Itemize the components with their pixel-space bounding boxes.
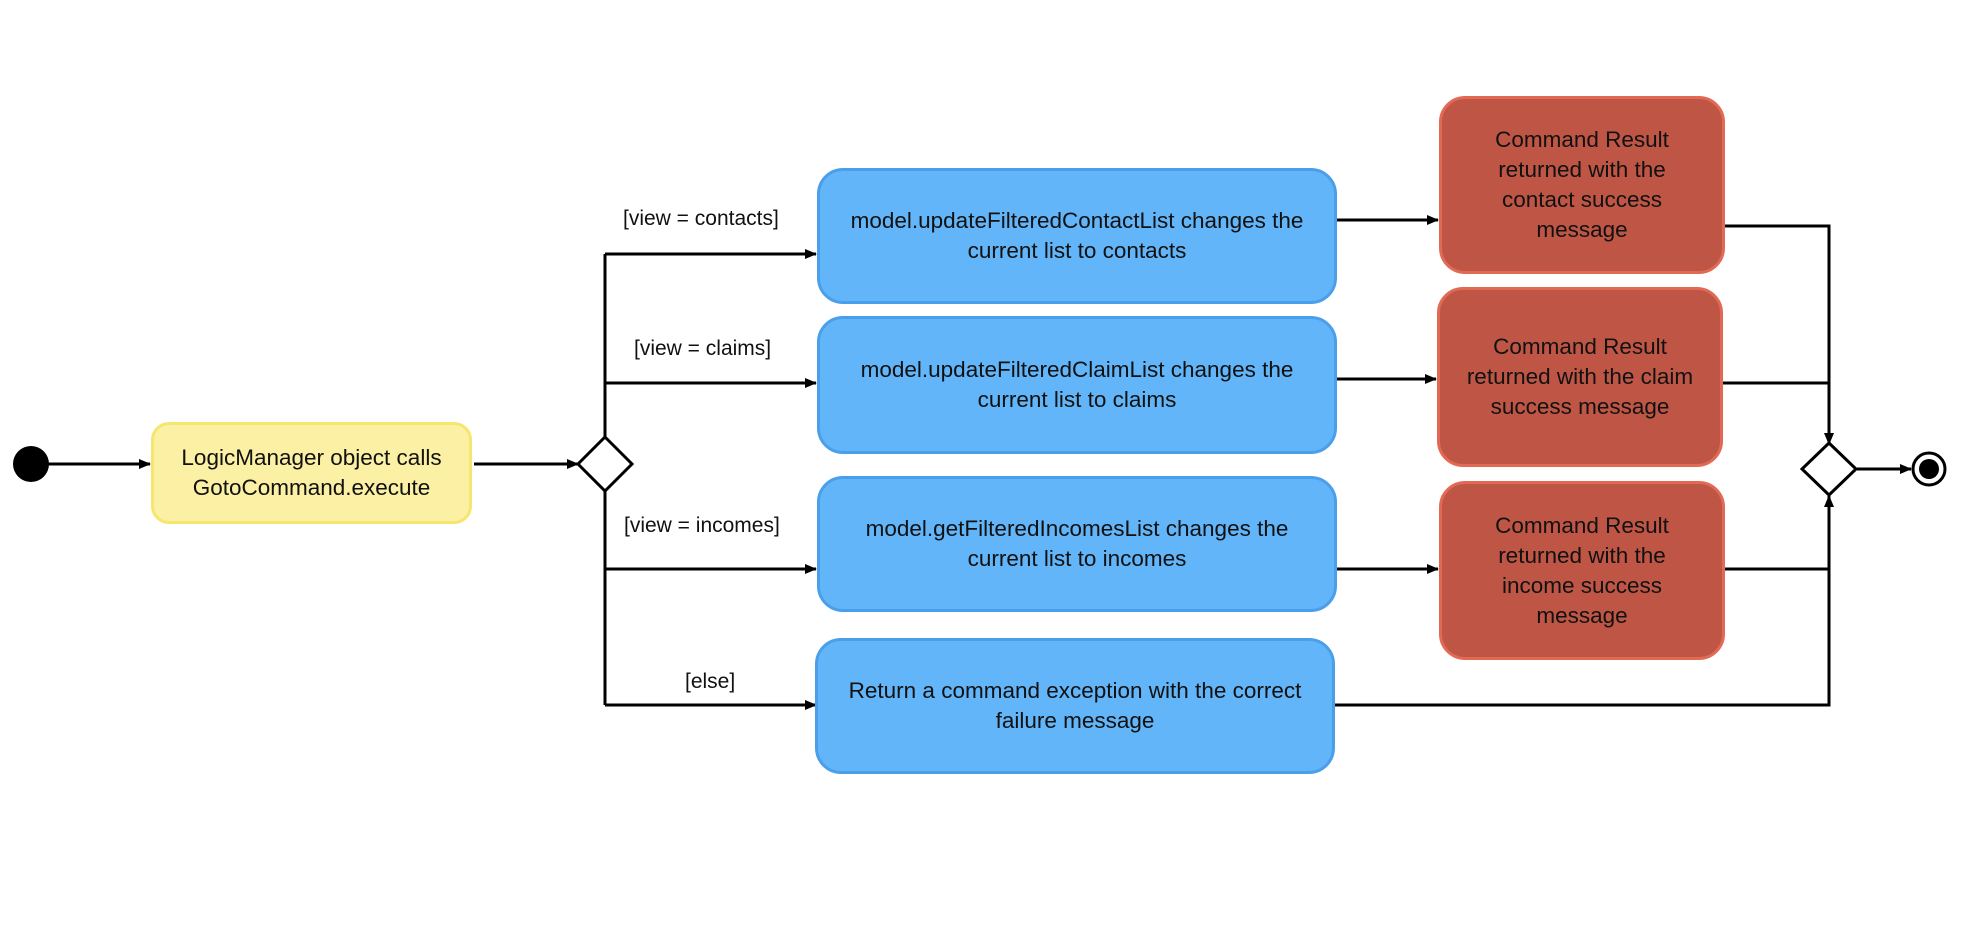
decision-node <box>575 434 635 494</box>
result-contacts: Command Result returned with the contact… <box>1439 96 1725 274</box>
start-action-box: LogicManager object calls GotoCommand.ex… <box>151 422 472 524</box>
guard-else: [else] <box>685 670 736 693</box>
guard-contacts: [view = contacts] <box>623 207 779 230</box>
result-claims: Command Result returned with the claim s… <box>1437 287 1723 467</box>
action-incomes: model.getFilteredIncomesList changes the… <box>817 476 1337 612</box>
action-contacts: model.updateFilteredContactList changes … <box>817 168 1337 304</box>
guard-claims: [view = claims] <box>634 337 772 360</box>
edge-else-to-merge <box>1335 495 1834 707</box>
edge-result-contacts-to-merge <box>1724 224 1834 445</box>
initial-node <box>13 446 49 482</box>
guard-incomes: [view = incomes] <box>624 514 780 537</box>
action-else: Return a command exception with the corr… <box>815 638 1335 774</box>
final-node-dot <box>1919 459 1939 479</box>
action-claims: model.updateFilteredClaimList changes th… <box>817 316 1337 454</box>
merge-node <box>1799 440 1859 498</box>
result-incomes: Command Result returned with the income … <box>1439 481 1725 660</box>
